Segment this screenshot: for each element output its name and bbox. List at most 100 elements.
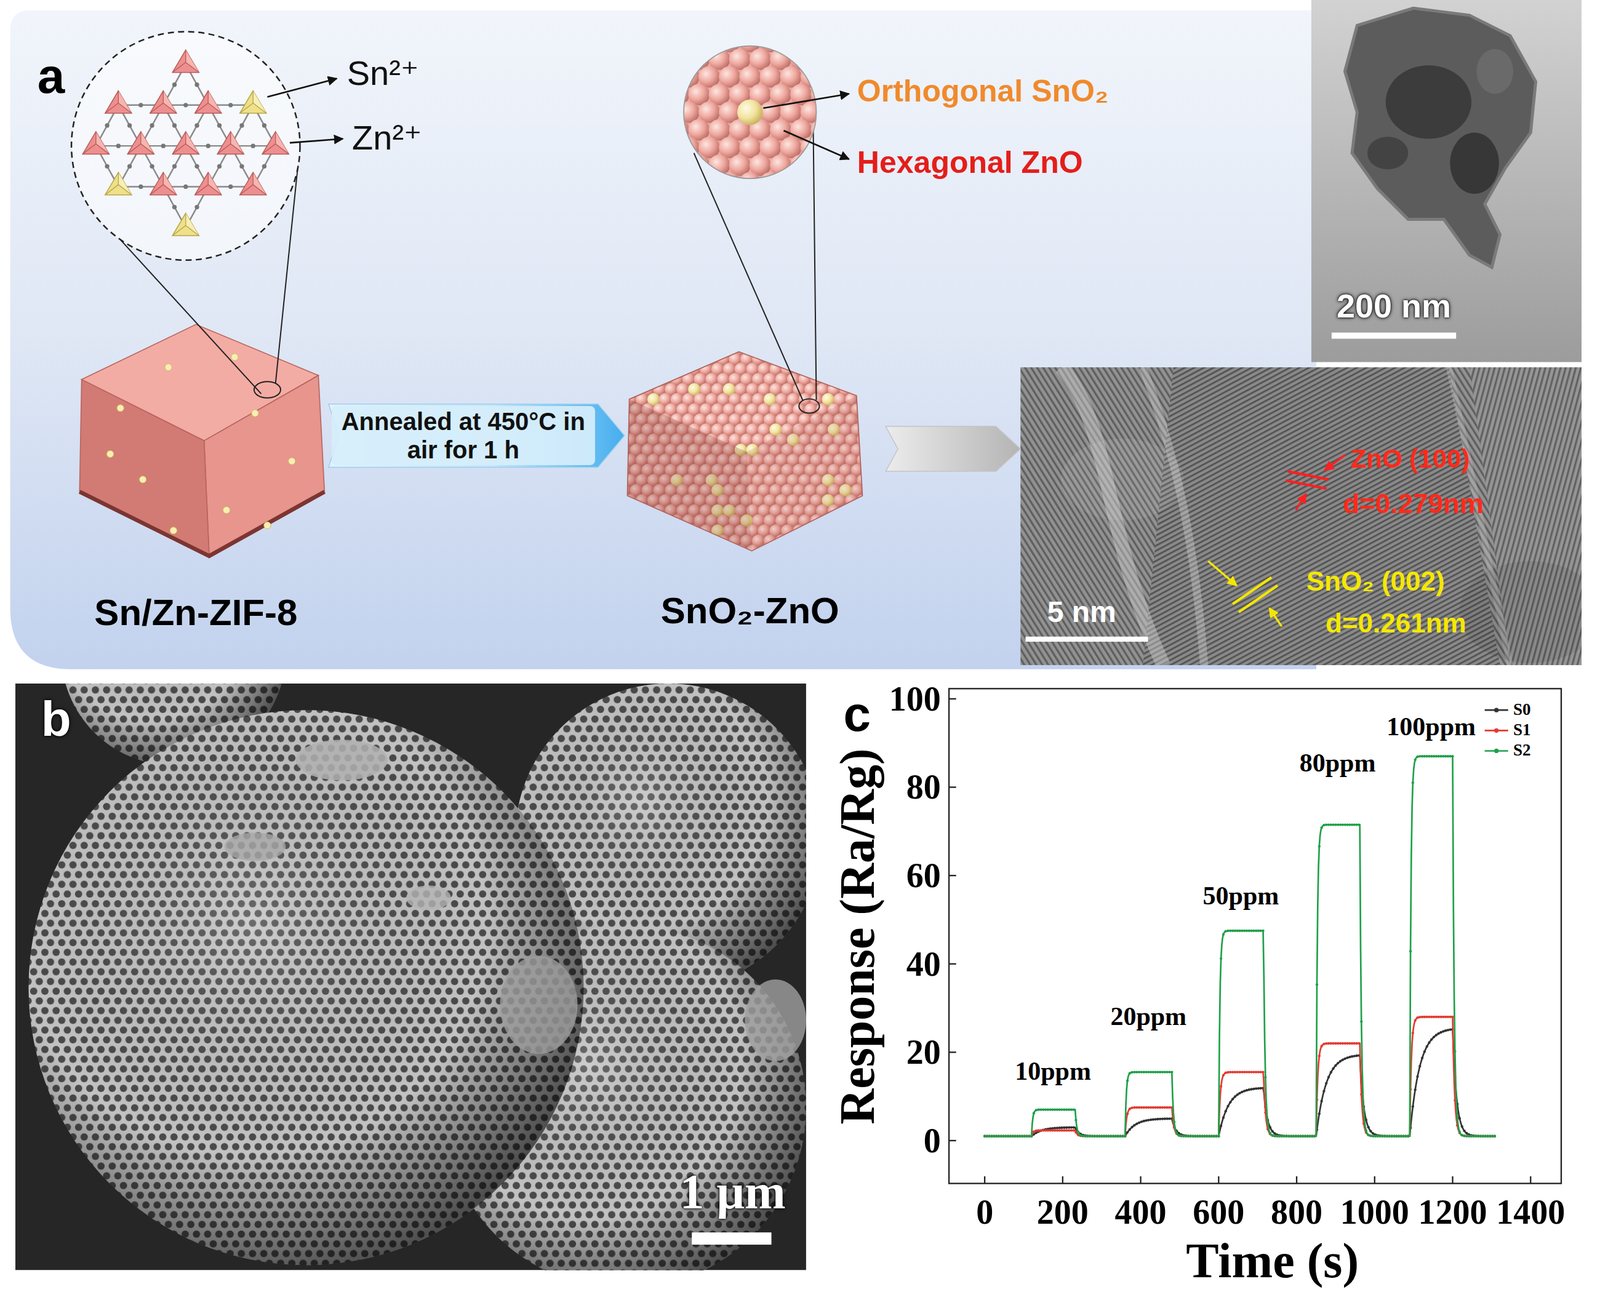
- response-curve: [1284, 1134, 1288, 1138]
- response-curve: [1013, 1135, 1016, 1138]
- response-curve: [1414, 1019, 1417, 1023]
- response-curve: [988, 1135, 991, 1138]
- oxide-zoom: [647, 48, 669, 71]
- response-curve: [1467, 1135, 1471, 1138]
- response-curve: [1430, 755, 1433, 758]
- sno2-zno-crystal: [670, 555, 684, 568]
- response-curve: [1070, 1129, 1073, 1132]
- response-curve: [1093, 1134, 1096, 1138]
- sno2-zno-crystal: [874, 363, 887, 376]
- response-curve: [1212, 1135, 1216, 1138]
- response-curve: [1062, 1129, 1066, 1132]
- response-curve: [1329, 1071, 1333, 1074]
- response-curve: [1041, 1129, 1045, 1132]
- response-curve: [1383, 1135, 1386, 1138]
- response-curve: [1128, 1128, 1132, 1132]
- framework-zoom: [194, 204, 199, 210]
- response-curve: [1027, 1135, 1031, 1138]
- response-curve: [1056, 1129, 1059, 1132]
- response-curve: [1219, 957, 1223, 960]
- scale-label: 200 nm: [1336, 286, 1452, 325]
- framework-zoom: [172, 49, 199, 72]
- response-curve: [1266, 1121, 1269, 1125]
- response-curve: [1474, 1135, 1477, 1138]
- response-curve: [1493, 1135, 1496, 1138]
- sno2-zno-crystal: [798, 575, 812, 588]
- response-curve: [1402, 1135, 1405, 1138]
- oxide-zoom: [698, 30, 720, 53]
- response-curve: [1126, 1131, 1129, 1134]
- sno2-zno-crystal: [833, 372, 846, 386]
- response-curve: [1079, 1134, 1082, 1138]
- response-curve: [1058, 1126, 1061, 1130]
- response-curve: [1334, 823, 1337, 826]
- response-curve: [1248, 1070, 1251, 1074]
- sno2-zno-crystal: [874, 504, 887, 517]
- edge-label: Annealed at 450°C in air for 1 h: [331, 406, 596, 466]
- crystal-node: Sn/Zn-ZIF-8: [63, 305, 329, 638]
- sno2-zno-crystal: [868, 413, 881, 426]
- response-curve: [1357, 823, 1360, 826]
- response-curve: [1423, 1016, 1426, 1019]
- response-curve: [1020, 1135, 1024, 1138]
- response-curve: [1193, 1135, 1197, 1138]
- response-curve: [1187, 1135, 1190, 1138]
- response-curve: [1168, 1106, 1171, 1109]
- framework-zoom: [194, 82, 199, 87]
- response-curve: [1006, 1135, 1010, 1138]
- response-curve: [1465, 1134, 1468, 1138]
- response-curve: [1000, 1135, 1003, 1138]
- sno2-zno-crystal: [891, 473, 904, 487]
- response-curve: [1310, 1135, 1314, 1138]
- ion-label: Zn²⁺: [352, 118, 423, 158]
- response-curve: [1322, 1089, 1325, 1093]
- framework-zoom: [172, 213, 199, 236]
- framework-zoom: [161, 143, 166, 148]
- framework-zoom: [251, 143, 256, 148]
- framework-zoom: [105, 91, 132, 114]
- response-curve: [1147, 1106, 1150, 1109]
- response-curve: [1366, 1134, 1370, 1137]
- sno2-zno-crystal: [833, 575, 846, 588]
- oxide-zoom: [831, 48, 853, 71]
- lattice-marker: [1208, 561, 1237, 586]
- framework-zoom: [172, 204, 177, 210]
- response-curve: [1479, 1134, 1482, 1138]
- response-curve: [1289, 1135, 1293, 1138]
- sno2-zno-crystal: [816, 524, 829, 538]
- sno2-zno-crystal: [851, 524, 864, 538]
- framework-zoom: [195, 172, 222, 195]
- response-curve: [1198, 1135, 1202, 1138]
- response-curve: [1114, 1135, 1117, 1138]
- sno2-zno-crystal: [874, 544, 887, 557]
- response-curve: [1339, 1042, 1342, 1045]
- response-curve: [1292, 1135, 1295, 1138]
- sno2-zno-crystal: [821, 534, 834, 548]
- sno2-zno-crystal: [798, 555, 812, 568]
- response-curve: [1112, 1135, 1115, 1138]
- response-curve: [1484, 1135, 1487, 1138]
- response-curve: [1154, 1118, 1157, 1121]
- response-curve: [1107, 1135, 1110, 1138]
- response-curve: [1296, 1135, 1300, 1138]
- response-curve: [1142, 1106, 1146, 1109]
- sno2-zno-crystal: [618, 342, 904, 588]
- response-curve: [1039, 1129, 1042, 1133]
- response-curve: [1182, 1134, 1185, 1138]
- response-curve: [983, 1135, 986, 1138]
- framework-zoom: [240, 91, 267, 114]
- response-curve: [1088, 1134, 1092, 1138]
- response-curve: [1467, 1135, 1471, 1138]
- oxide-zoom: [657, 172, 680, 194]
- response-curve: [1400, 1135, 1403, 1138]
- response-curve: [1100, 1135, 1103, 1138]
- response-curve: [1123, 1135, 1127, 1138]
- response-curve: [1289, 1135, 1293, 1138]
- oxide-zoom: [657, 66, 680, 88]
- response-curve: [1385, 1135, 1389, 1138]
- response-curve: [1449, 1028, 1452, 1031]
- lattice-label: SnO₂ (002): [1306, 566, 1445, 598]
- response-curve: [990, 1135, 993, 1138]
- response-chart: [1451, 1176, 1453, 1184]
